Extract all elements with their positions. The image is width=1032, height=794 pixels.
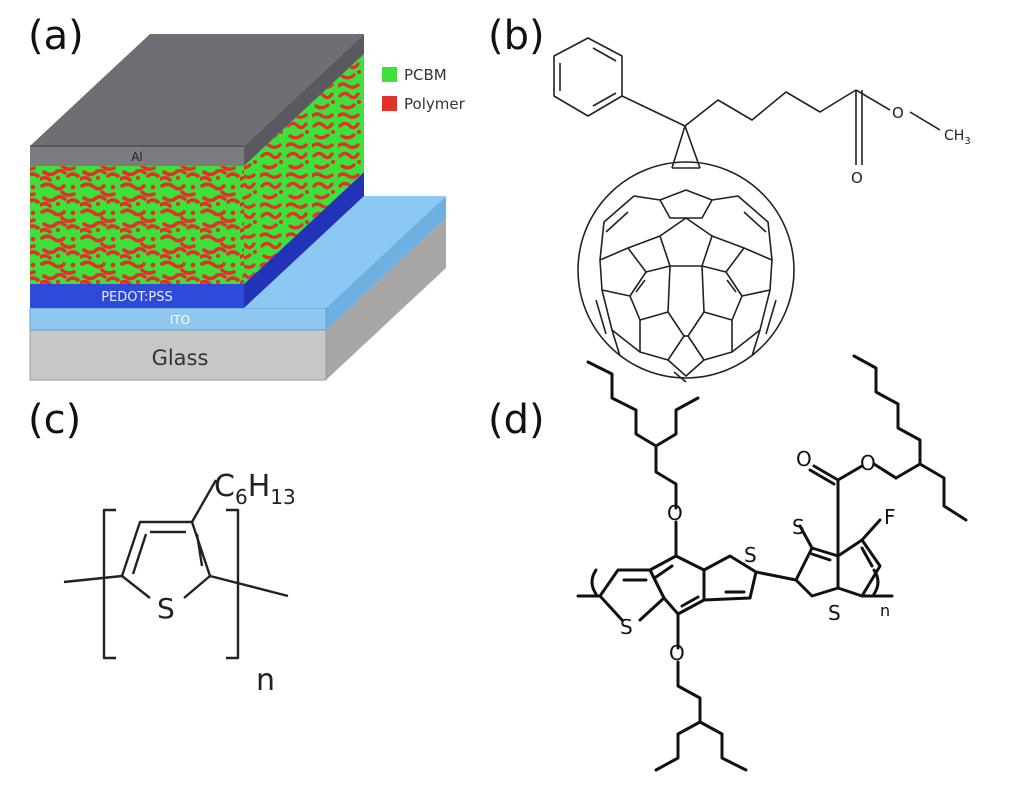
ester-oxygen-ether: O	[860, 451, 876, 475]
ester-oxygen-single: O	[892, 104, 904, 122]
glass-side	[326, 218, 446, 380]
thiophene-sulfur: S	[157, 592, 175, 625]
legend-label-polymer: Polymer	[404, 95, 466, 113]
pedot-side	[244, 172, 364, 308]
hexyl-sidechain: C6H13	[214, 469, 296, 509]
legend: PCBM Polymer	[382, 66, 466, 113]
methyl-label: CH3	[944, 128, 971, 147]
phenyl-ring	[553, 37, 623, 117]
blend-side	[244, 54, 364, 284]
al-front	[30, 146, 244, 166]
alkoxy-oxygen-top: O	[667, 501, 683, 525]
legend-label-pcbm: PCBM	[404, 66, 447, 84]
al-side	[244, 34, 364, 166]
layer-label-pedot: PEDOT:PSS	[101, 290, 173, 305]
ptb7-structure	[576, 354, 968, 772]
repeat-bracket-left	[102, 508, 116, 660]
layer-label-ito: ITO	[170, 313, 190, 327]
fluorine-label: F	[884, 505, 896, 529]
p3ht-structure	[63, 479, 289, 660]
panel-label-b: (b)	[488, 13, 545, 59]
legend-swatch-pcbm	[382, 67, 397, 82]
repeat-unit-n: n	[256, 663, 275, 698]
blend-front	[30, 166, 244, 284]
panel-label-a: (a)	[28, 13, 84, 59]
repeat-unit-n-d: n	[880, 601, 890, 620]
tt-sulfur-bottom: S	[828, 601, 841, 625]
bracket-left	[590, 568, 598, 596]
repeat-bracket-right	[226, 508, 240, 660]
bdt-sulfur-left: S	[620, 615, 633, 639]
bdt-sulfur-right: S	[744, 543, 757, 567]
layer-label-al: Al	[131, 150, 143, 164]
pedot-front	[30, 284, 244, 308]
ito-exposed	[244, 196, 446, 308]
layer-label-glass: Glass	[152, 346, 209, 370]
ester-oxygen-double: O	[851, 169, 863, 187]
fullerene-cage	[577, 161, 795, 379]
alkoxy-oxygen-bottom: O	[669, 641, 685, 665]
pcbm-structure	[553, 37, 941, 383]
ester-oxygen-carbonyl: O	[796, 447, 812, 471]
panel-label-c: (c)	[28, 397, 82, 443]
panel-label-d: (d)	[488, 397, 545, 443]
legend-swatch-polymer	[382, 96, 397, 111]
ito-side	[326, 196, 446, 330]
device-stack: Al PEDOT:PSS ITO Glass	[29, 34, 446, 381]
tt-sulfur-top: S	[792, 515, 805, 539]
al-top	[30, 34, 364, 146]
glass-front	[29, 329, 327, 381]
